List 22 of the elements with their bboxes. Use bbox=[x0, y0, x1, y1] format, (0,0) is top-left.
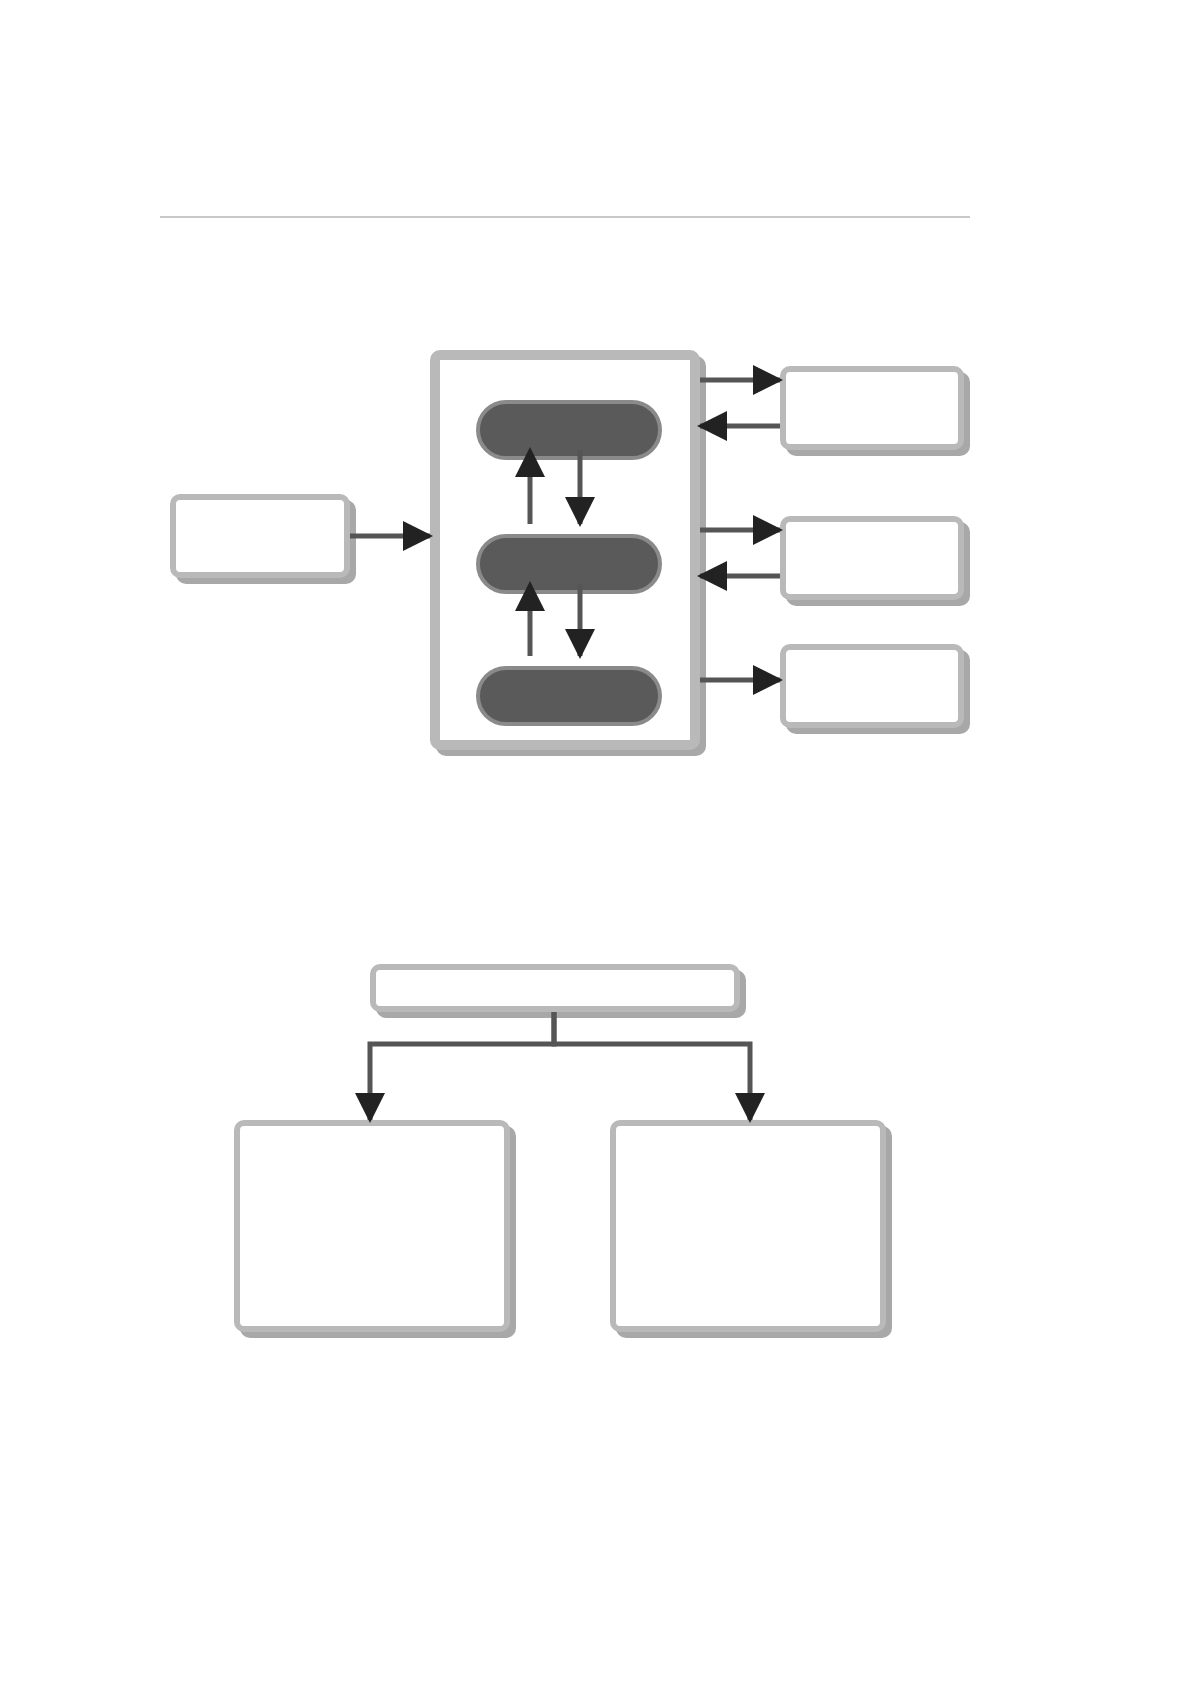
arrow bbox=[700, 365, 783, 395]
arrow bbox=[697, 411, 780, 441]
process-pill bbox=[476, 400, 662, 460]
arrow bbox=[565, 450, 595, 527]
arrow bbox=[515, 581, 545, 656]
output-box bbox=[780, 644, 964, 728]
content-card bbox=[610, 1120, 886, 1332]
arrow bbox=[565, 584, 595, 659]
arrow bbox=[515, 447, 545, 524]
arrow bbox=[697, 561, 780, 591]
output-box bbox=[780, 516, 964, 600]
input-box bbox=[170, 494, 350, 578]
container-box bbox=[430, 350, 700, 750]
arrow bbox=[350, 521, 433, 551]
process-pill bbox=[476, 666, 662, 726]
arrow bbox=[700, 665, 783, 695]
heading-box bbox=[370, 964, 740, 1012]
arrow bbox=[551, 1012, 765, 1123]
content-card bbox=[234, 1120, 510, 1332]
output-box bbox=[780, 366, 964, 450]
arrow bbox=[700, 515, 783, 545]
process-pill bbox=[476, 534, 662, 594]
